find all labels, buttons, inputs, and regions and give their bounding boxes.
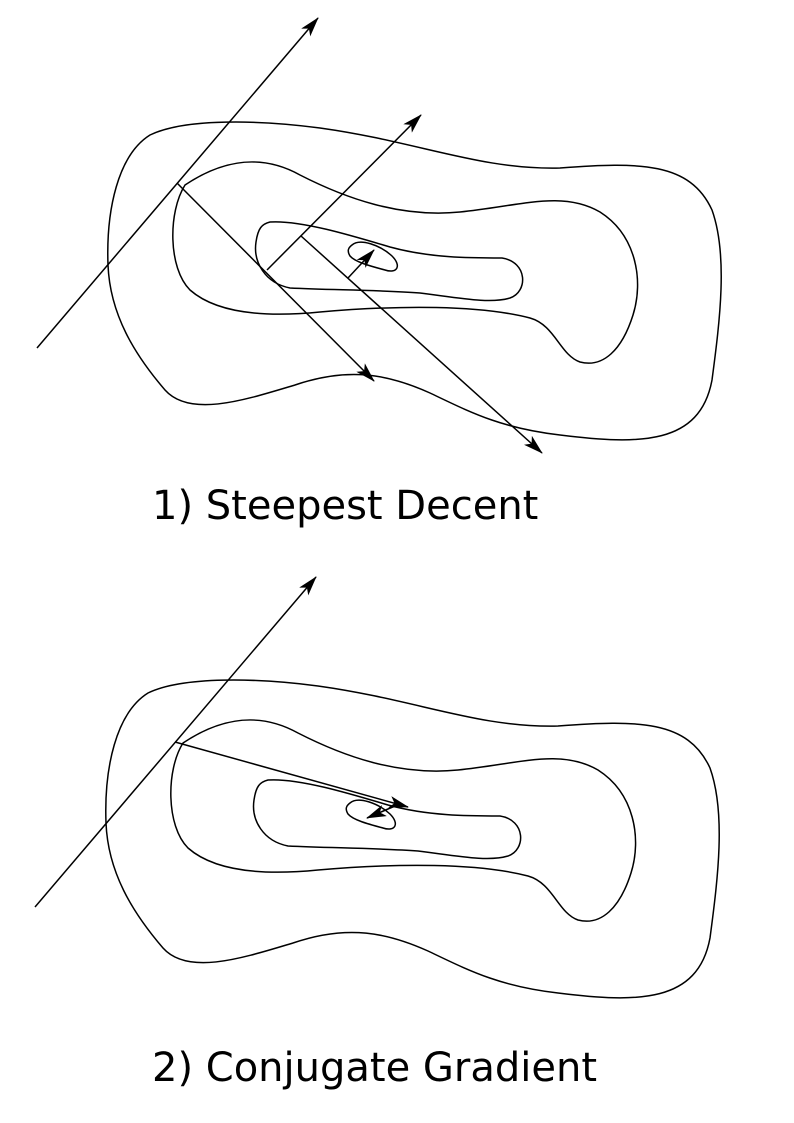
- panel-steepest-descent: 1) Steepest Decent: [36, 17, 722, 529]
- contour-lines: [105, 679, 720, 999]
- contour-outer: [105, 679, 720, 999]
- contour-middle: [172, 161, 639, 364]
- search-direction-2: [176, 182, 375, 382]
- steepest-descent-path: [36, 17, 543, 454]
- contour-middle: [170, 719, 637, 922]
- panel-conjugate-gradient: [105, 679, 720, 999]
- search-direction-3: [266, 114, 422, 271]
- contour-inner: [254, 221, 524, 302]
- contour-core: [347, 241, 399, 272]
- contour-lines: [107, 121, 722, 441]
- conjugate-gradient-path: [34, 576, 409, 908]
- search-direction-2: [174, 741, 409, 808]
- contour-outer: [107, 121, 722, 441]
- contour-inner: [252, 779, 522, 860]
- caption-conjugate-gradient: 2) Conjugate Gradient: [152, 1045, 597, 1091]
- search-direction-3: [366, 805, 396, 819]
- search-direction-4: [300, 235, 543, 454]
- search-direction-5: [347, 249, 375, 279]
- caption-steepest-descent: 1) Steepest Decent: [152, 483, 538, 529]
